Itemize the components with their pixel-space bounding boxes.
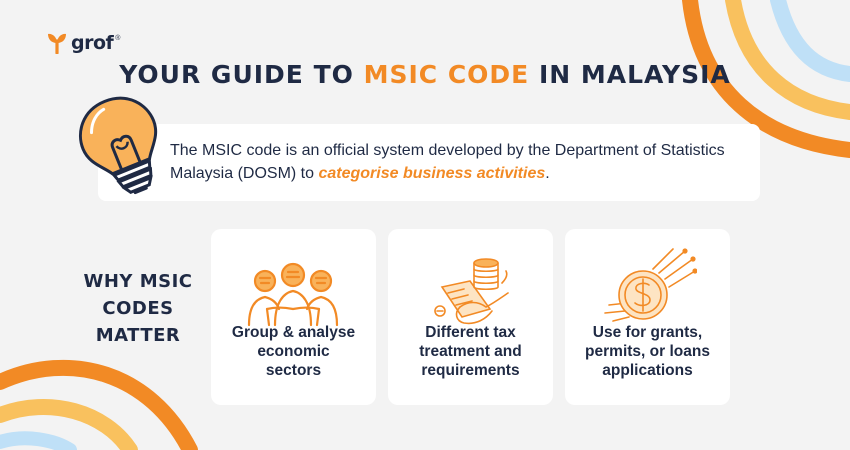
title-highlight: MSIC CODE [363, 60, 530, 89]
card-3-line-3: applications [602, 362, 693, 379]
card-2-line-3: requirements [421, 362, 520, 379]
why-line-2: CODES [102, 298, 174, 319]
tax-coins-hand-icon [434, 258, 509, 325]
why-line-1: WHY MSIC [83, 271, 193, 292]
group-people-icon [247, 262, 339, 327]
card-1-text: Group & analyse economic sectors [211, 323, 376, 380]
card-1-line-1: Group & analyse [231, 324, 356, 341]
why-heading: WHY MSIC CODES MATTER [80, 268, 196, 349]
intro-box [98, 124, 760, 201]
card-3-line-1: Use for grants, [592, 324, 703, 341]
card-1-line-3: sectors [265, 362, 322, 379]
card-grants-permits: Use for grants, permits, or loans applic… [565, 229, 730, 405]
card-2-text: Different tax treatment and requirements [388, 323, 553, 380]
intro-body: The MSIC code is an official system deve… [170, 142, 725, 182]
light-bulb-icon [79, 96, 158, 195]
title-prefix: YOUR GUIDE TO [119, 60, 364, 89]
card-1-line-2: economic [257, 343, 330, 360]
leaf-logo-icon [48, 33, 66, 54]
brand-name: grof [71, 32, 114, 54]
title-suffix: IN MALAYSIA [529, 60, 731, 89]
brand-logo: grof ® [47, 32, 120, 54]
card-3-text: Use for grants, permits, or loans applic… [565, 323, 730, 380]
registered-mark: ® [115, 34, 121, 42]
card-3-line-2: permits, or loans [585, 343, 710, 360]
intro-text: The MSIC code is an official system deve… [170, 139, 760, 185]
why-line-3: MATTER [95, 325, 181, 346]
card-2-line-1: Different tax [425, 324, 516, 341]
intro-end: . [545, 165, 550, 182]
page-title: YOUR GUIDE TO MSIC CODE IN MALAYSIA [0, 60, 850, 89]
card-tax-treatment: Different tax treatment and requirements [388, 229, 553, 405]
card-group-analyse: Group & analyse economic sectors [211, 229, 376, 405]
dollar-coin-icon [604, 248, 697, 322]
card-2-line-2: treatment and [419, 343, 522, 360]
intro-emphasis: categorise business activities [318, 165, 546, 182]
